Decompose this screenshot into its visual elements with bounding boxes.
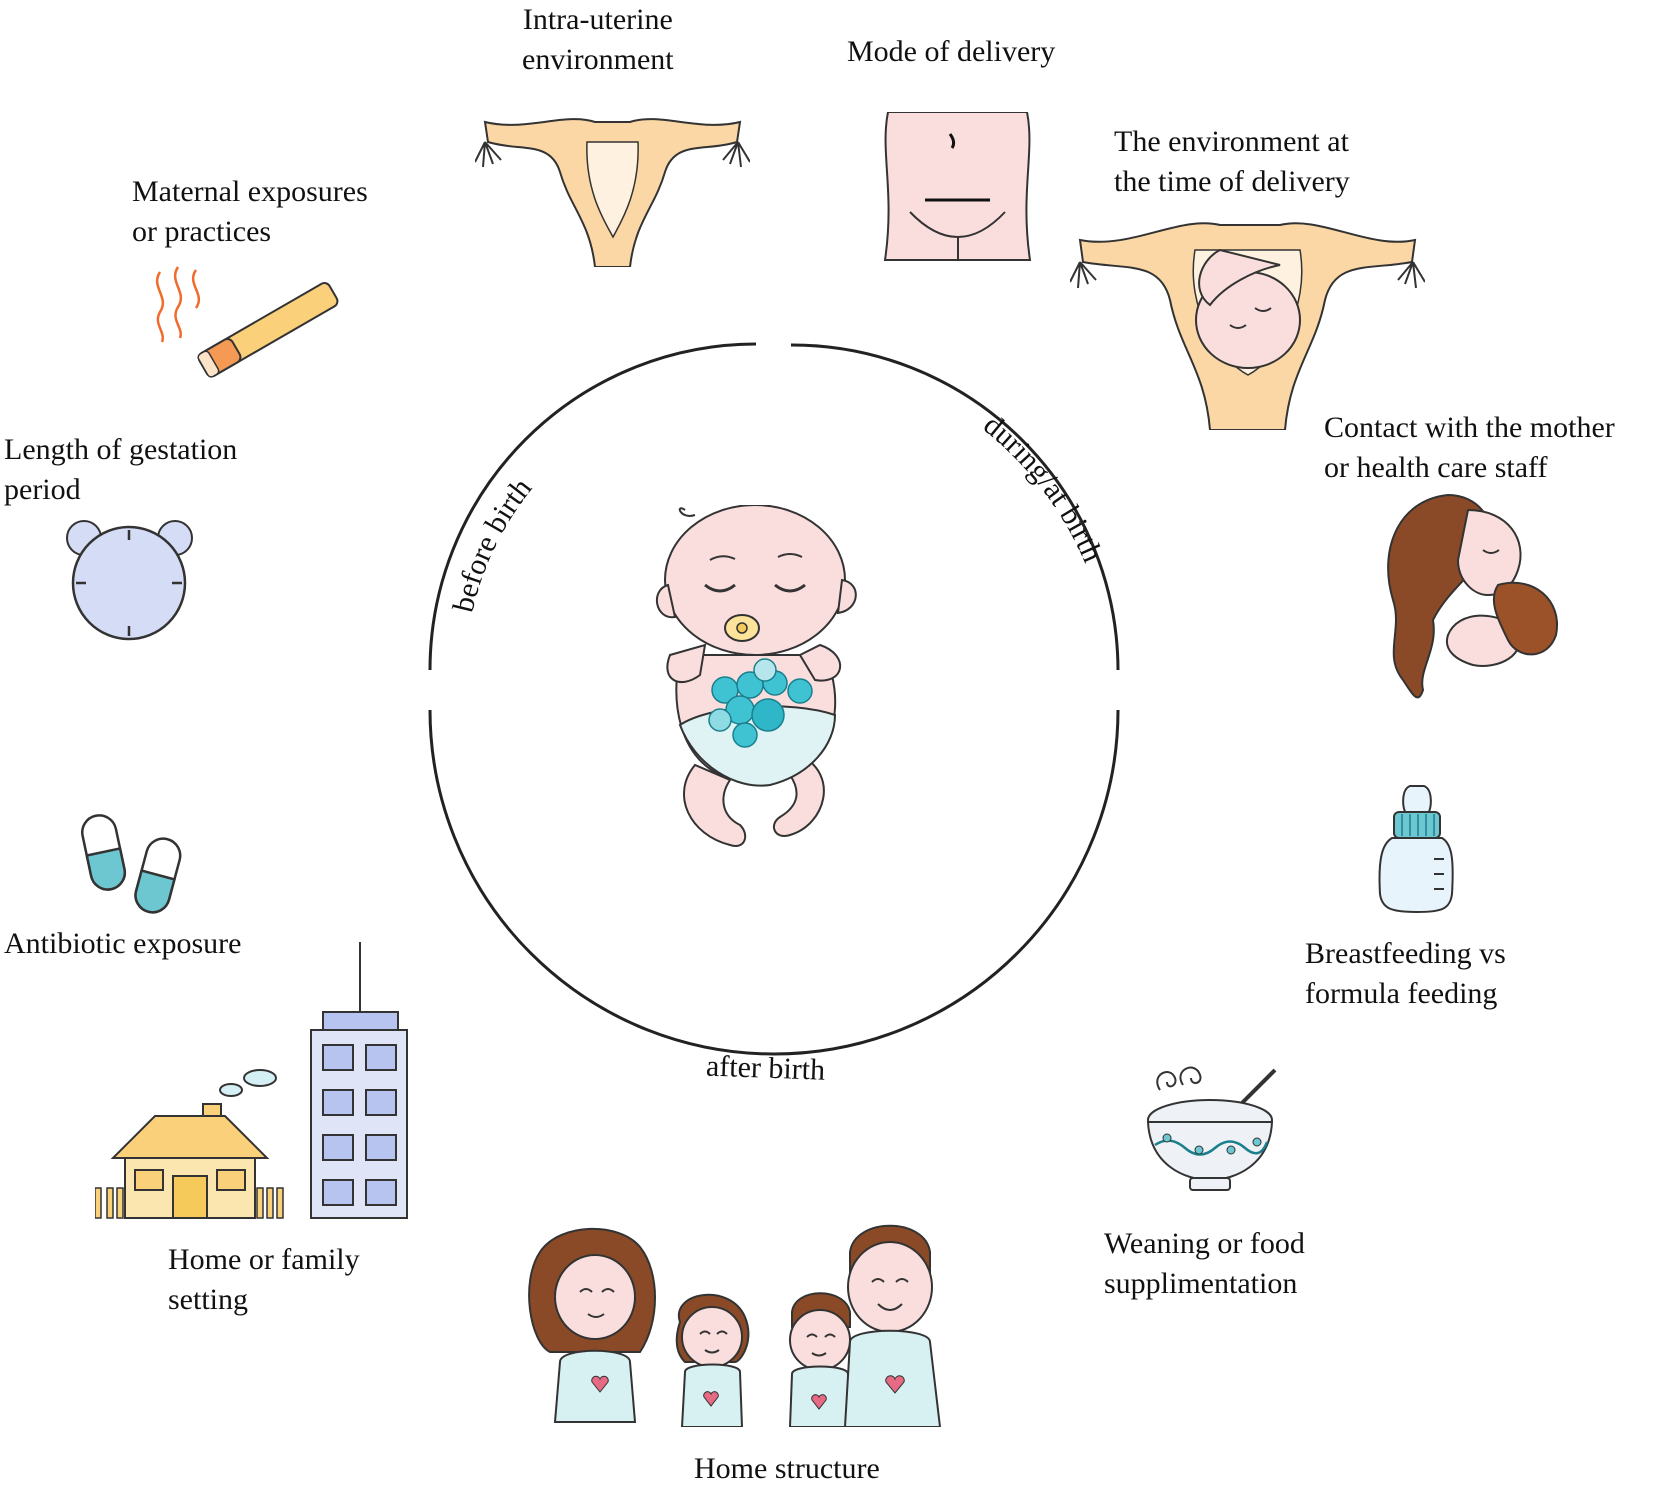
cigarette-icon [155, 266, 339, 378]
label-feeding: Breastfeeding vs formula feeding [1305, 937, 1506, 1010]
label-gestation-length: Length of gestation period [4, 433, 238, 506]
phase-during-birth: during/at birth [977, 408, 1109, 567]
arc-before-birth [428, 342, 757, 671]
mother-kissing-baby-icon [1387, 493, 1559, 699]
label-maternal-exposures: Maternal exposures or practices [132, 175, 368, 248]
house-icon [95, 1069, 284, 1219]
capsule-pills-icon [81, 814, 182, 914]
family-icon [528, 1224, 942, 1427]
arc-during-birth [790, 343, 1120, 671]
label-home-setting: Home or family setting [168, 1243, 360, 1316]
label-weaning: Weaning or food supplimentation [1104, 1227, 1305, 1300]
phase-after-birth: after birth [705, 1050, 825, 1087]
food-bowl-icon [1146, 1066, 1277, 1191]
fetus-in-uterus-icon [1070, 222, 1425, 430]
label-mode-of-delivery: Mode of delivery [847, 35, 1056, 68]
baby-with-microbes-icon [655, 505, 857, 847]
baby-bottle-icon [1378, 785, 1454, 914]
arc-after-birth [428, 709, 1120, 1056]
label-contact: Contact with the mother or health care s… [1324, 411, 1615, 484]
label-intra-uterine: Intra-uterine environment [522, 3, 674, 76]
phase-before-birth: before birth [447, 472, 539, 615]
uterus-icon [475, 118, 750, 267]
alarm-clock-icon [66, 520, 193, 641]
label-delivery-environment: The environment at the time of delivery [1114, 125, 1350, 198]
label-home-structure: Home structure [694, 1452, 880, 1485]
abdomen-icon [883, 112, 1032, 261]
apartment-building-icon [310, 942, 408, 1219]
label-antibiotic: Antibiotic exposure [4, 927, 242, 960]
